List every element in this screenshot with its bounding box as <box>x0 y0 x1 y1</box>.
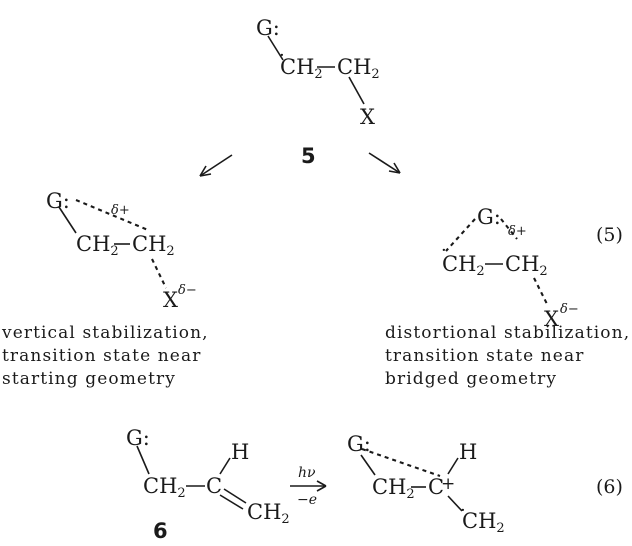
arrow-left-shaft <box>199 154 233 177</box>
compound-6-G: G: <box>126 426 150 450</box>
arrow-left-head-a <box>199 165 207 177</box>
right-ts-delta-minus: δ− <box>560 302 579 317</box>
left-ts-caption-line-3: starting geometry <box>2 369 176 389</box>
right-ts-G: G: <box>477 205 501 229</box>
compound-6-C: C <box>206 474 223 498</box>
partial-bond-right-G-CH2-a <box>445 218 476 252</box>
bond-left-G-CH2 <box>58 206 77 234</box>
reaction-6-condition-electron-loss: −e <box>297 492 318 508</box>
left-ts-delta-plus: δ+ <box>111 203 130 218</box>
left-ts-caption-line-1: vertical stabilization, <box>2 323 209 343</box>
arrow-6-head-a <box>316 480 327 487</box>
compound-6-number: 6 <box>153 519 168 543</box>
right-ts-caption-line-2: transition state near <box>385 346 585 366</box>
arrow-right-head-a <box>388 170 401 174</box>
right-ts-caption-line-3: bridged geometry <box>385 369 558 389</box>
compound-6-H: H <box>231 440 250 464</box>
product-6-CH2: CH2 <box>372 475 415 502</box>
right-ts-CH2-a: CH2 <box>442 252 485 279</box>
compound-6-CH2: CH2 <box>143 474 186 501</box>
left-ts-delta-minus: δ− <box>178 283 197 298</box>
arrow-left-head-b <box>199 173 212 177</box>
bond-product-G-CH2 <box>360 454 376 476</box>
arrow-right-head-b <box>393 162 401 174</box>
right-ts-radical-dot: · <box>441 240 447 261</box>
left-ts-caption-line-2: transition state near <box>2 346 202 366</box>
product-6-C: C <box>428 475 445 499</box>
bond-6-G-CH2 <box>136 445 150 475</box>
partial-bond-left-CH2-X <box>151 258 167 289</box>
product-6-G: G: <box>347 432 371 456</box>
double-bond-6-b <box>223 488 247 504</box>
left-ts-X: X <box>163 288 178 312</box>
partial-bond-left-G-CH2 <box>75 199 149 231</box>
right-ts-delta-plus: δ+ <box>508 224 527 239</box>
equation-number-6: (6) <box>596 476 623 498</box>
partial-bond-product-G-C <box>361 448 441 477</box>
double-bond-6-a <box>219 494 244 510</box>
compound-5-CH2-b: CH2 <box>337 55 380 82</box>
product-6-terminal-CH2: CH2 <box>462 509 505 536</box>
arrow-right-shaft <box>368 152 401 174</box>
compound-5-G: G: <box>256 16 280 40</box>
right-ts-CH2-b: CH2 <box>505 252 548 279</box>
reaction-6-condition-light: hν <box>298 465 316 481</box>
left-ts-CH2-b: CH2 <box>132 232 175 259</box>
partial-bond-right-CH2-X <box>533 277 549 307</box>
compound-5-number: 5 <box>301 144 316 168</box>
left-ts-CH2-a: CH2 <box>76 232 119 259</box>
bond-CH2-X <box>348 76 365 105</box>
product-6-charge: + <box>441 474 456 494</box>
compound-6-terminal-CH2: CH2 <box>247 500 290 527</box>
bond-6-C-H <box>219 457 231 475</box>
product-6-H: H <box>459 440 478 464</box>
left-ts-G: G: <box>46 189 70 213</box>
product-6-radical-dot: · <box>460 500 466 521</box>
bond-product-C-H <box>447 457 459 475</box>
bond-product-C-CH2 <box>447 495 463 512</box>
bond-G-CH2 <box>267 35 284 61</box>
compound-5-X: X <box>360 105 375 129</box>
right-ts-X: X <box>544 307 559 331</box>
equation-number-5: (5) <box>596 224 623 246</box>
compound-5-radical-dot: · <box>279 45 285 66</box>
arrow-6-head-b <box>316 485 327 492</box>
right-ts-caption-line-1: distortional stabilization, <box>385 323 631 343</box>
compound-5-CH2-a: CH2 <box>280 55 323 82</box>
